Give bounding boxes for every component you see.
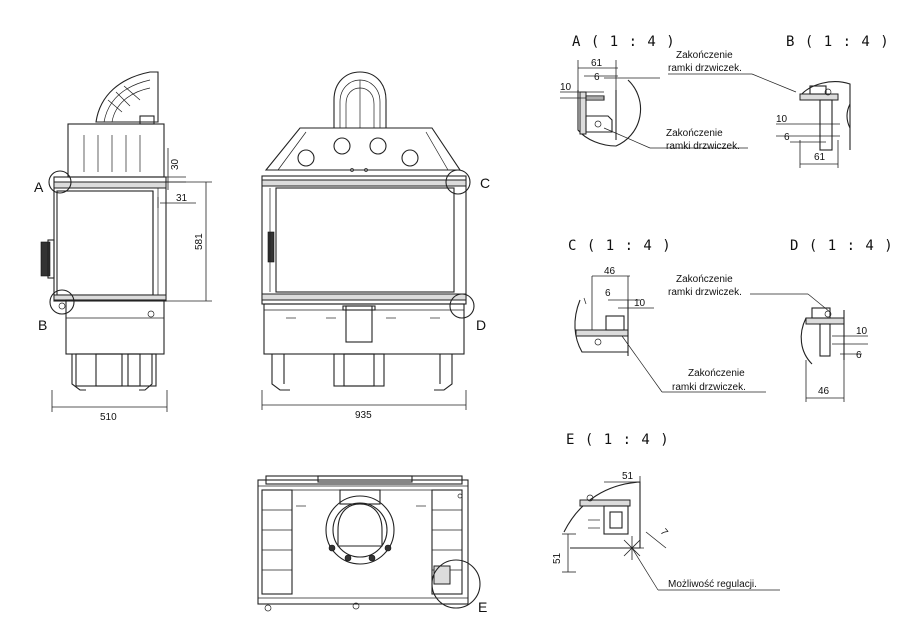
detail-a-dim-6: 6 (594, 72, 600, 83)
detail-a-note-bot-1: Zakończenie (666, 128, 723, 139)
detail-b-dim-6: 6 (784, 132, 790, 143)
front-firebox-frame (261, 175, 467, 305)
detail-marker-d (449, 293, 475, 319)
detail-d-note-1: Zakończenie (676, 274, 733, 285)
detail-b-dim-10: 10 (776, 114, 788, 125)
detail-d-dim-10: 10 (856, 326, 868, 337)
front-port-1 (297, 149, 315, 167)
detail-e-dim-7: 7 (658, 527, 670, 539)
detail-d: D ( 1 : 4 ) Zakończenie ramki drzwiczek.… (668, 238, 894, 402)
detail-marker-c (445, 169, 471, 195)
detail-c-outline (574, 299, 628, 353)
detail-c-dim-46: 46 (604, 266, 616, 277)
detail-e-dim-51-top: 51 (622, 471, 634, 482)
detail-a-outline (577, 79, 642, 147)
detail-b-outline (799, 81, 851, 150)
detail-marker-b (49, 289, 75, 315)
label-e: E (478, 599, 487, 615)
front-view: C D 935 (261, 71, 490, 421)
label-d: D (476, 317, 486, 333)
side-firebox-frame (53, 176, 167, 302)
detail-c-note-1: Zakończenie (688, 368, 745, 379)
detail-d-title: D ( 1 : 4 ) (790, 238, 894, 254)
top-flue-ring (325, 495, 395, 565)
label-a: A (34, 179, 44, 195)
detail-a-dim-61: 61 (591, 58, 603, 69)
dim-510: 510 (100, 412, 117, 423)
detail-c-dim-6: 6 (605, 288, 611, 299)
detail-a: A ( 1 : 4 ) 61 6 10 Zakończenie ramki dr… (560, 34, 797, 152)
detail-c-title: C ( 1 : 4 ) (568, 238, 672, 254)
detail-marker-e (431, 559, 481, 609)
side-flue-bend (95, 71, 159, 123)
front-top-housing (264, 127, 462, 171)
label-b: B (38, 317, 47, 333)
detail-a-dim-10: 10 (560, 82, 572, 93)
detail-d-dim-46: 46 (818, 386, 830, 397)
front-port-2 (333, 137, 351, 155)
detail-e-outline (563, 481, 641, 549)
dim-935: 935 (355, 410, 372, 421)
detail-a-title: A ( 1 : 4 ) (572, 34, 676, 50)
front-flue-arch (333, 71, 387, 128)
detail-a-note-bot-2: ramki drzwiczek. (666, 141, 740, 152)
detail-c-dim-10: 10 (634, 298, 646, 309)
side-glass (56, 190, 154, 296)
top-outline (257, 479, 469, 605)
detail-e: E ( 1 : 4 ) 51 51 7 Możliwość regulacji. (552, 432, 780, 591)
front-port-3 (369, 137, 387, 155)
detail-d-note-2: ramki drzwiczek. (668, 287, 742, 298)
side-door-handle (40, 241, 51, 277)
side-view: A B 30 31 581 510 (34, 71, 212, 423)
detail-e-dim-51-left: 51 (552, 552, 563, 564)
dim-31: 31 (176, 193, 188, 204)
detail-a-note-top-2: ramki drzwiczek. (668, 63, 742, 74)
detail-b-dim-61: 61 (814, 152, 826, 163)
detail-d-dim-6: 6 (856, 350, 862, 361)
detail-marker-a (48, 170, 72, 194)
detail-b: B ( 1 : 4 ) 10 6 61 (776, 34, 890, 168)
detail-e-title: E ( 1 : 4 ) (566, 432, 670, 448)
detail-a-note-top-1: Zakończenie (676, 50, 733, 61)
dim-30: 30 (170, 158, 181, 170)
front-glass (275, 187, 455, 293)
side-upper-housing (67, 123, 165, 178)
detail-d-outline (800, 317, 813, 365)
front-door-handle (267, 231, 275, 263)
top-view: E (257, 475, 487, 615)
detail-e-note: Możliwość regulacji. (668, 579, 757, 590)
detail-c: C ( 1 : 4 ) 46 6 10 Zakończenie ramki dr… (568, 238, 766, 393)
detail-b-title: B ( 1 : 4 ) (786, 34, 890, 50)
front-port-4 (401, 149, 419, 167)
dim-581: 581 (194, 233, 205, 250)
detail-c-note-2: ramki drzwiczek. (672, 382, 746, 393)
label-c: C (480, 175, 490, 191)
